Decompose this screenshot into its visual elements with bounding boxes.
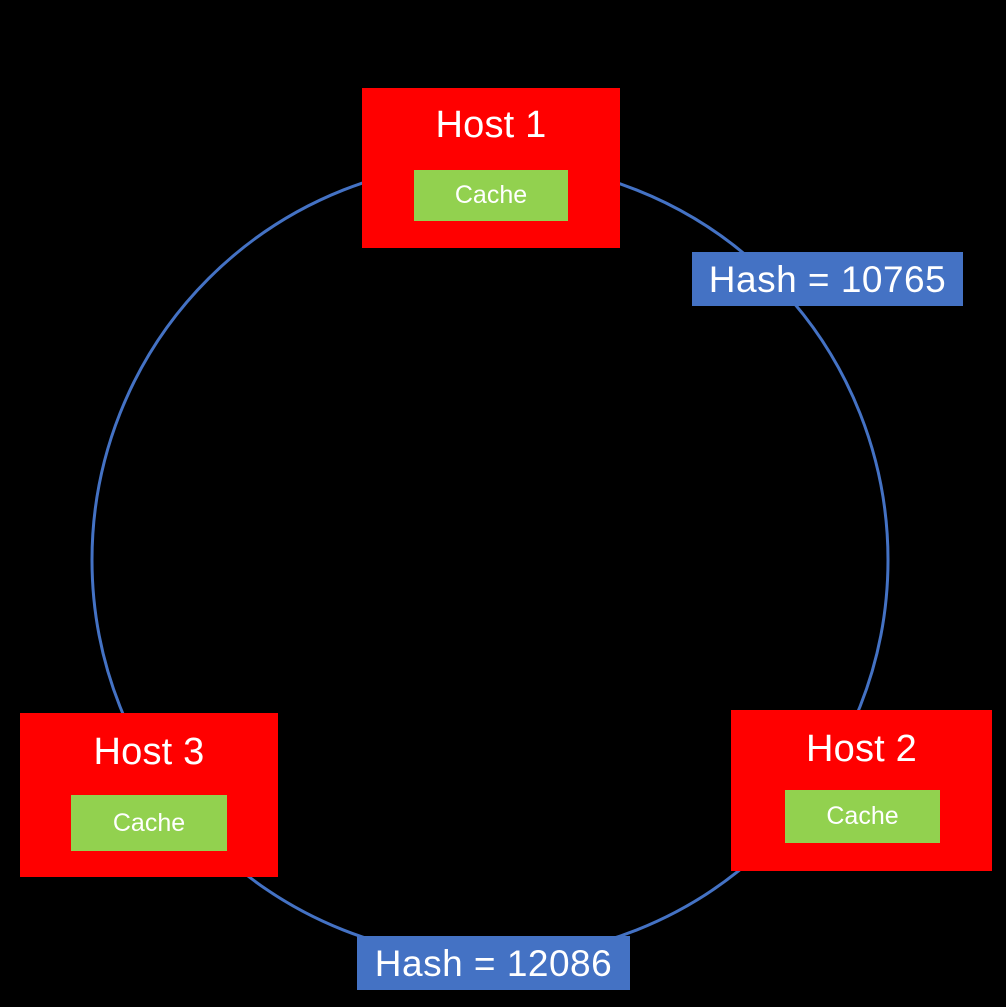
host-1-title: Host 1: [435, 104, 547, 146]
host-node-1[interactable]: Host 1: [362, 88, 620, 248]
host-1-cache[interactable]: Cache: [414, 170, 568, 221]
host-node-2[interactable]: Host 2: [731, 710, 992, 871]
host-2-title: Host 2: [805, 728, 918, 770]
hash-marker-10765[interactable]: Hash = 10765: [692, 252, 963, 306]
hash-marker-10765-label: Hash = 10765: [708, 258, 947, 300]
host-2-cache-label: Cache: [826, 802, 899, 830]
host-1-cache-label: Cache: [454, 181, 528, 209]
host-3-cache-label: Cache: [112, 808, 186, 837]
host-3-cache[interactable]: Cache: [71, 795, 227, 851]
hash-marker-12086[interactable]: Hash = 12086: [357, 936, 630, 990]
host-2-cache[interactable]: Cache: [785, 790, 940, 843]
hash-marker-12086-label: Hash = 12086: [374, 942, 613, 984]
host-3-title: Host 3: [93, 731, 205, 773]
